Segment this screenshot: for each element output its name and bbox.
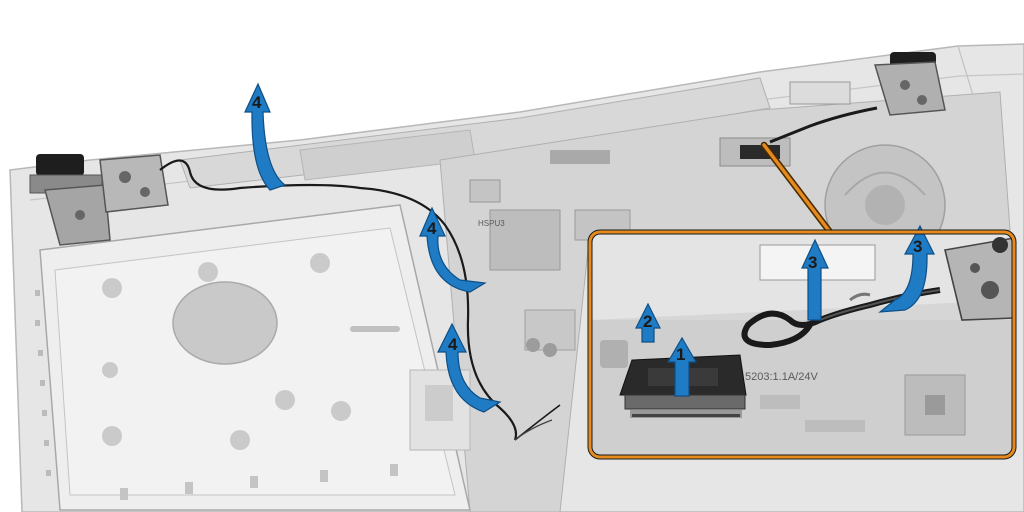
callout-border	[588, 230, 1016, 459]
step-3-arrow-left: 3	[801, 238, 829, 321]
step-label: 3	[808, 253, 817, 272]
left-display-hinge	[29, 154, 169, 246]
step-3-arrow-right: 3	[878, 224, 935, 313]
right-display-hinge	[789, 52, 946, 116]
step-label: 4	[427, 219, 437, 238]
step-2-arrow: 2	[635, 302, 661, 343]
step-label: 2	[643, 312, 652, 331]
callout-hinge	[944, 237, 1014, 321]
step-4-arrow-bottom: 4	[437, 322, 502, 413]
callout-leader-line	[760, 141, 834, 236]
zoom-callout: 5203:1.1A/24V 1 2 3 3	[587, 224, 1017, 460]
chassis-screw-holes	[35, 290, 398, 500]
step-label: 3	[913, 237, 922, 256]
step-4-arrow-top: 4	[244, 82, 287, 191]
step-label: 1	[676, 345, 685, 364]
step-1-arrow: 1	[666, 336, 698, 397]
port-label: HSPU3	[478, 219, 505, 228]
step-label: 4	[448, 335, 458, 354]
step-4-arrow-middle: 4	[419, 206, 487, 293]
step-label: 4	[252, 93, 262, 112]
hinge-bar	[179, 77, 771, 189]
power-rating-label: 5203:1.1A/24V	[745, 371, 818, 383]
display-cable	[769, 106, 878, 144]
antenna-cable	[159, 159, 561, 441]
hard-drive-bay	[39, 204, 471, 511]
